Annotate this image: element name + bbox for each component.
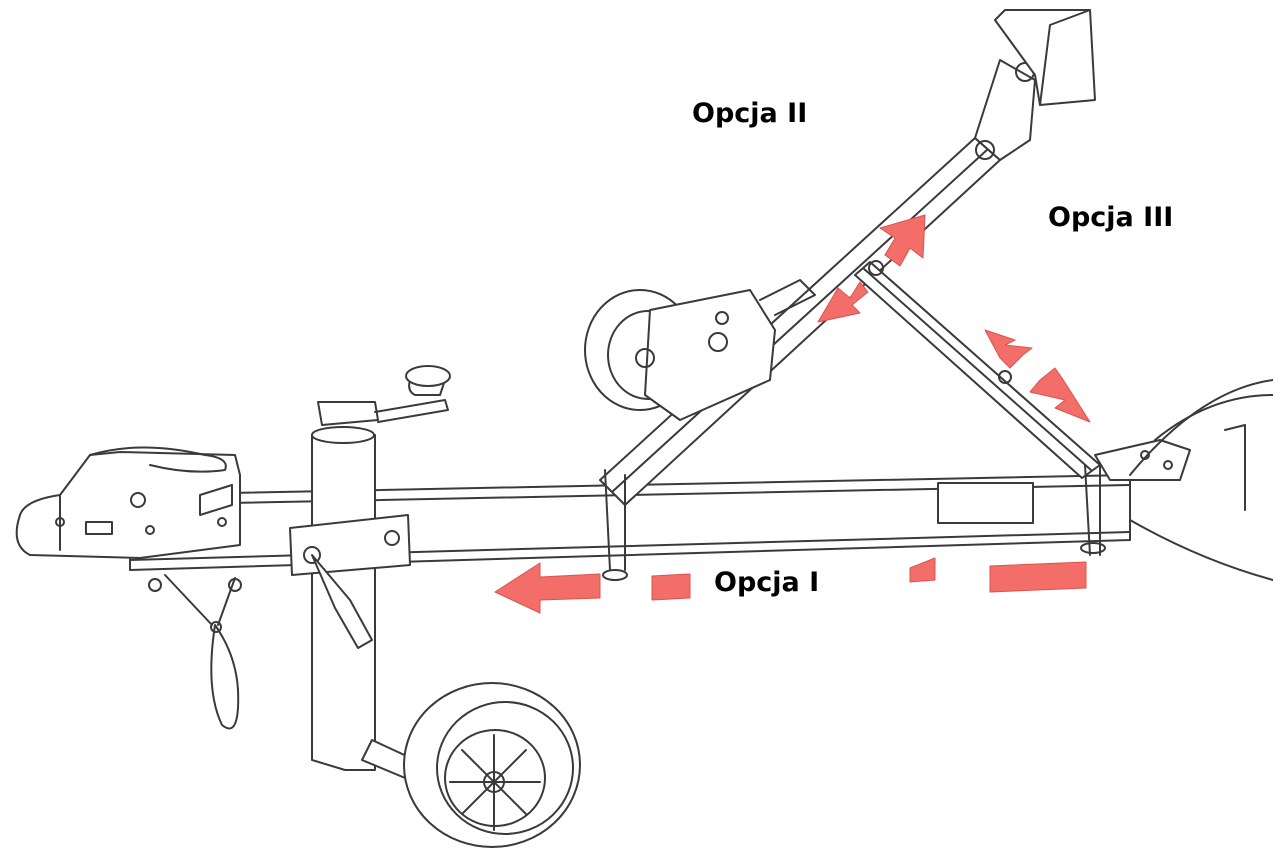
arrow-left-icon: [494, 562, 601, 614]
arrow-diagonal-up-icon: [879, 214, 926, 267]
jockey-wheel: [289, 365, 581, 848]
arrow-segment: [651, 573, 691, 601]
winch-post: [599, 9, 1096, 506]
option-1-label: Opcja I: [708, 569, 826, 596]
u-bolts: [602, 464, 1106, 581]
coupling-head: [15, 446, 241, 559]
option-3-label: Opcja III: [1048, 202, 1174, 233]
diagonal-brace: [854, 260, 1101, 479]
arrow-segment: [909, 557, 936, 583]
arrows: [494, 214, 1091, 614]
arrow-diagonal-down-icon: [817, 281, 869, 323]
option-2-label: Opcja II: [692, 98, 808, 129]
winch: [584, 279, 816, 421]
arrow-diagonal-right-icon: [1029, 367, 1091, 423]
safety-cable: [148, 574, 242, 730]
arrow-segment: [989, 561, 1087, 593]
arrow-diagonal-left-icon: [984, 329, 1033, 369]
frame-plate: [1094, 379, 1273, 581]
